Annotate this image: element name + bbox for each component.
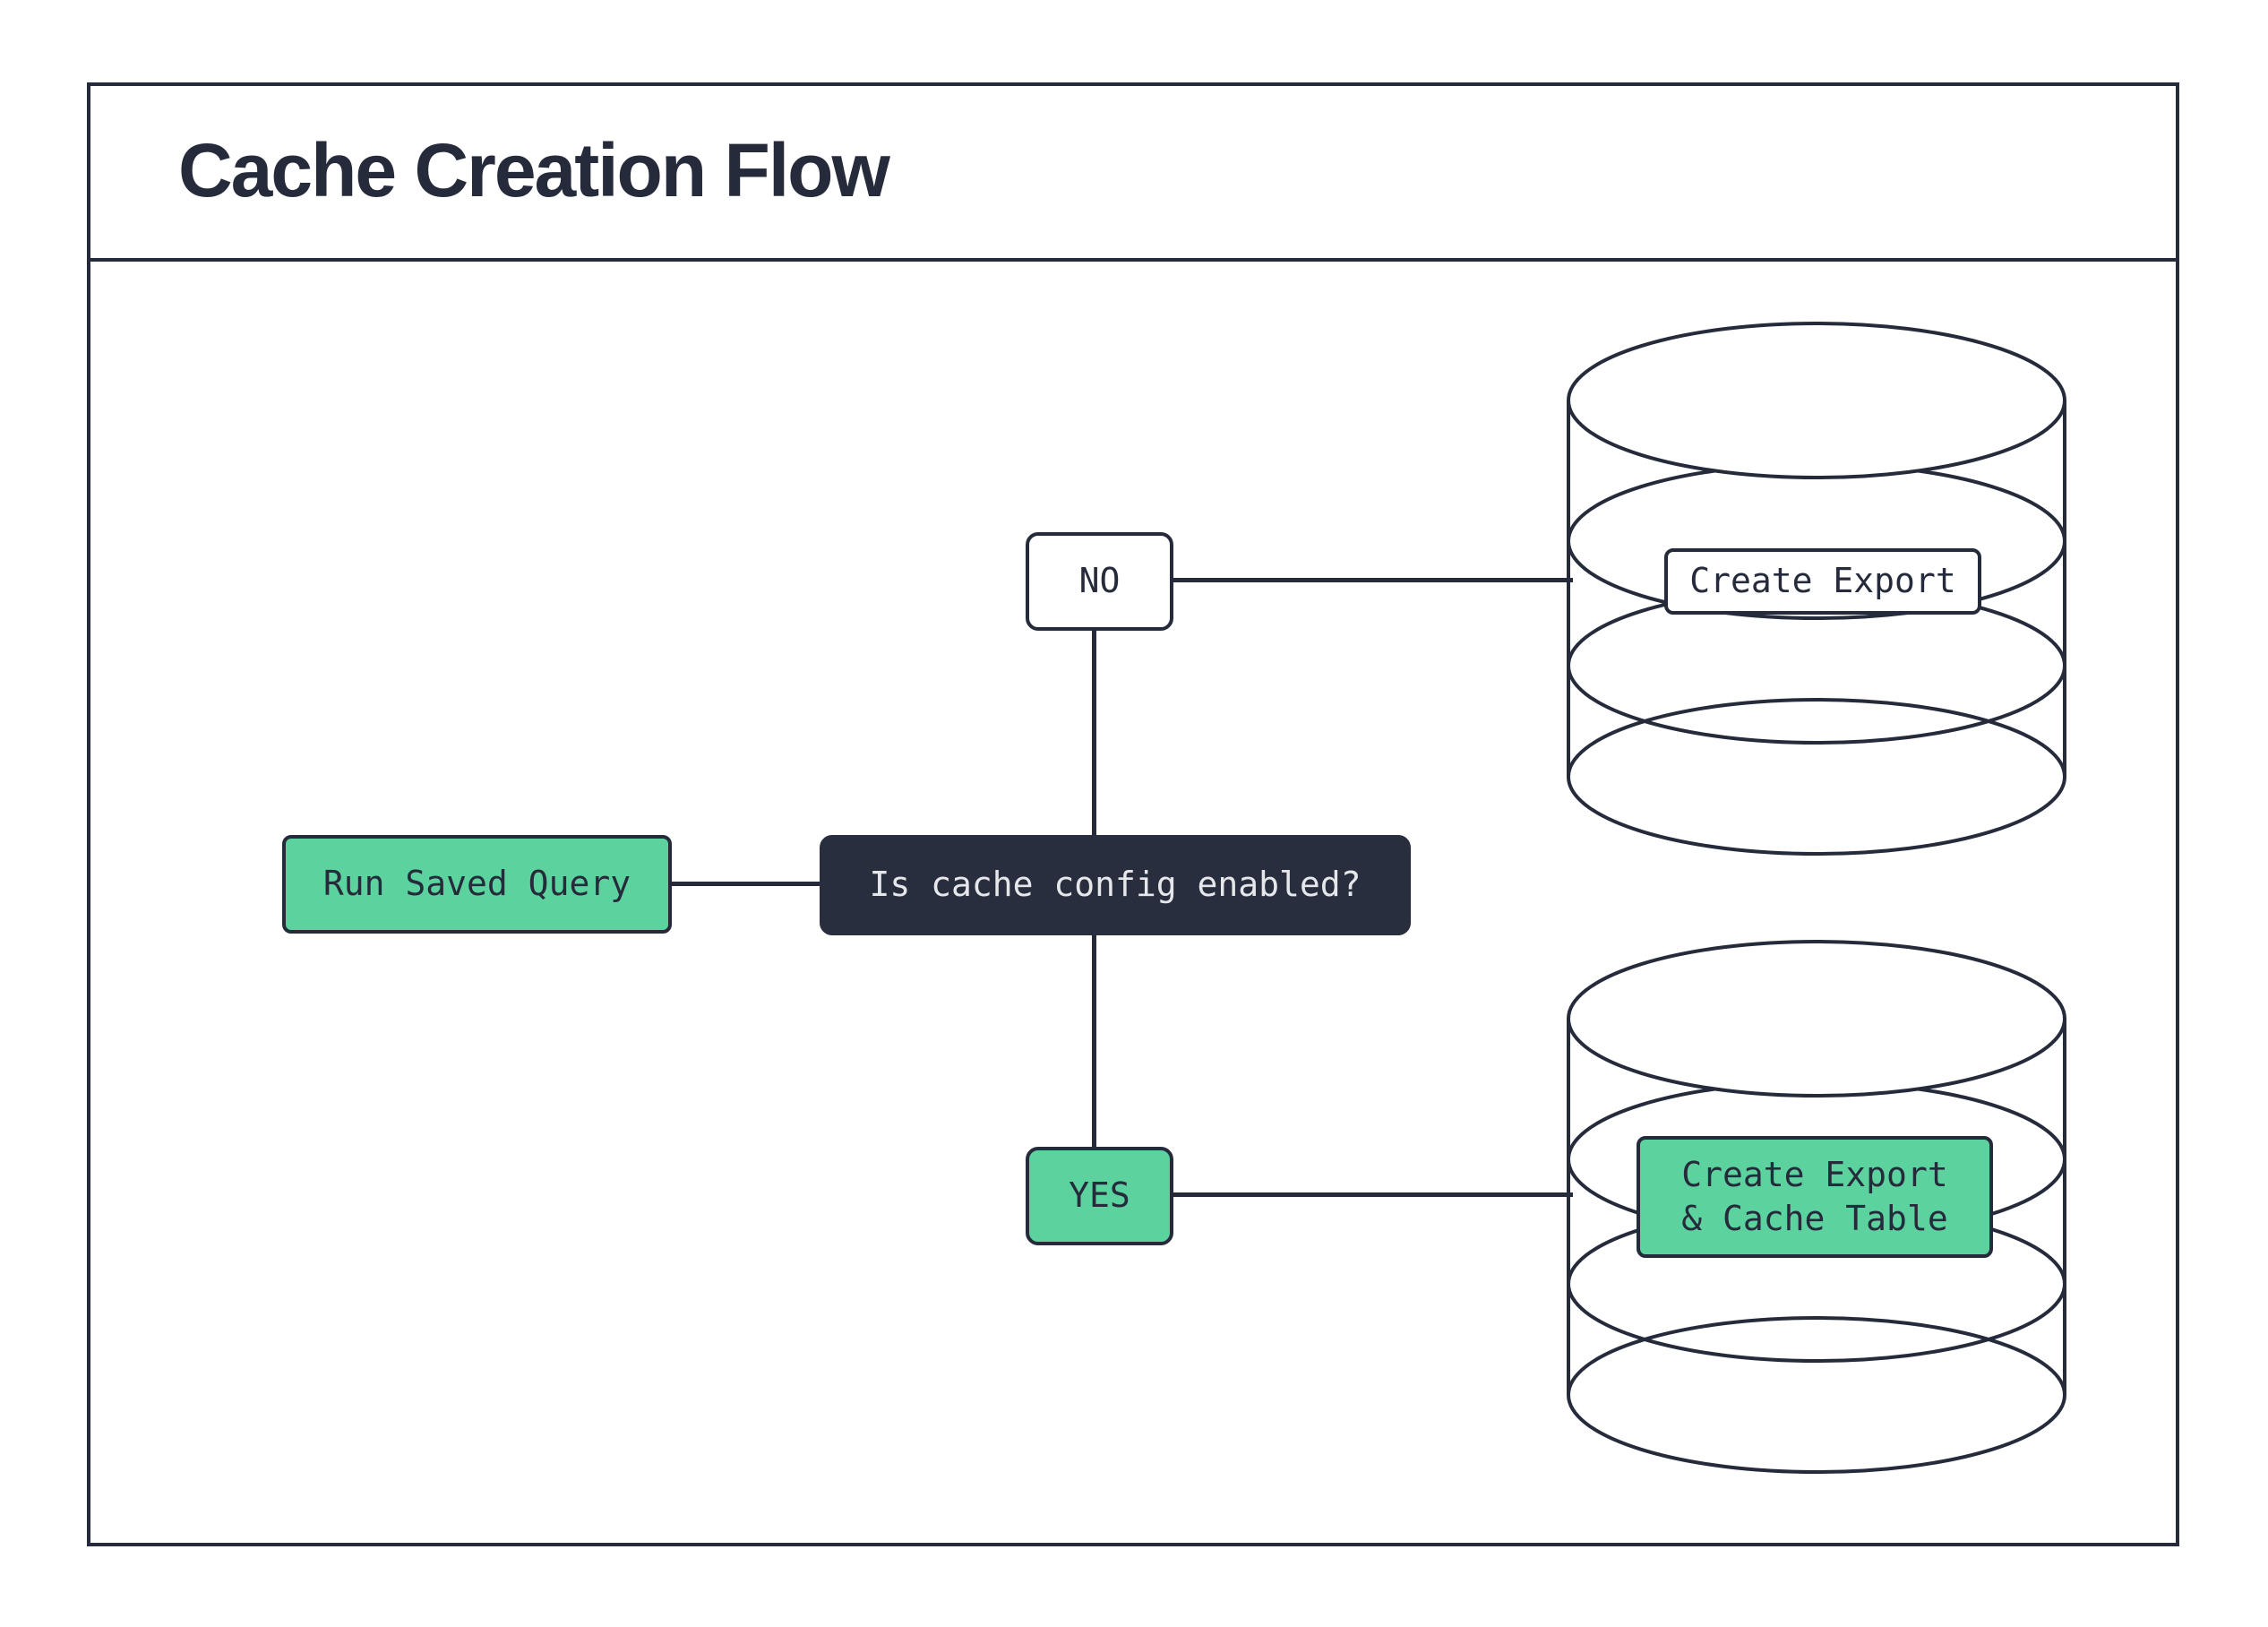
connector-start-to-decision — [670, 882, 822, 886]
connector-no-to-database — [1172, 578, 1573, 582]
label-create-export-line1: Create Export — [1681, 1154, 1948, 1194]
connector-decision-to-yes — [1092, 934, 1096, 1149]
database-icon — [1566, 320, 2067, 857]
title-band: Cache Creation Flow — [87, 82, 2179, 262]
branch-no: NO — [1026, 532, 1173, 631]
label-create-export-text: Create Export — [1689, 561, 1956, 601]
label-create-export: Create Export — [1664, 548, 1981, 615]
branch-yes: YES — [1026, 1147, 1173, 1245]
page-title: Cache Creation Flow — [178, 127, 890, 212]
branch-yes-label: YES — [1069, 1175, 1130, 1216]
node-decision-label: Is cache config enabled? — [869, 865, 1362, 905]
connector-yes-to-database — [1172, 1192, 1573, 1197]
node-decision-cache-config: Is cache config enabled? — [820, 835, 1411, 935]
label-create-export-cache-table: Create Export & Cache Table — [1637, 1136, 1993, 1258]
label-create-export-line2: & Cache Table — [1681, 1199, 1948, 1238]
node-run-saved-query-label: Run Saved Query — [322, 864, 631, 904]
node-run-saved-query: Run Saved Query — [282, 835, 672, 934]
connector-decision-to-no — [1092, 627, 1096, 839]
branch-no-label: NO — [1078, 561, 1121, 601]
